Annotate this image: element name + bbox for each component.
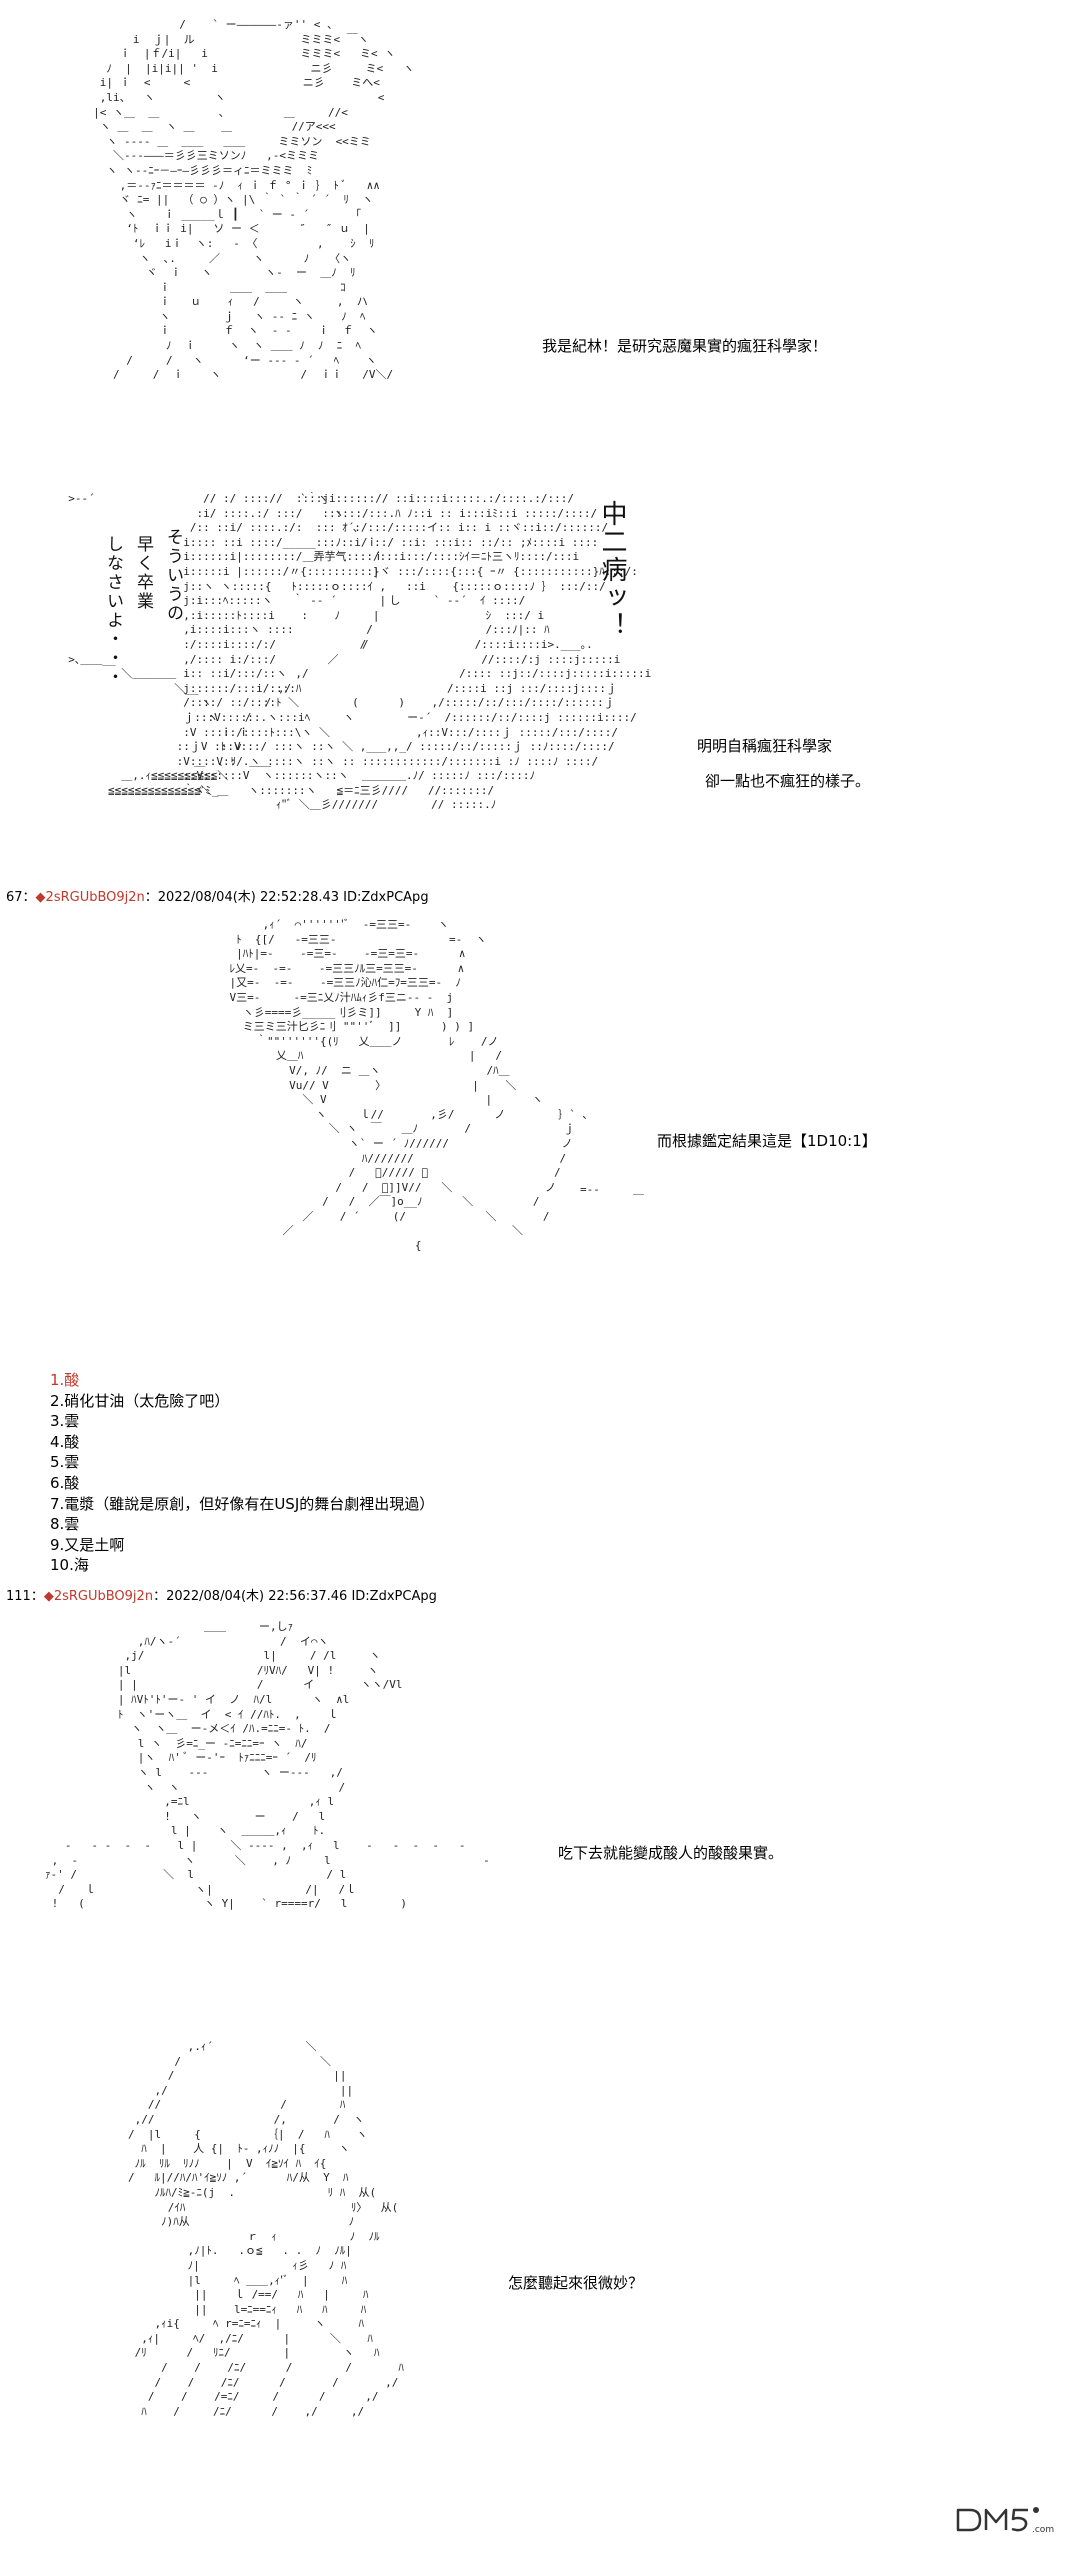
result-item: 7.電漿（雖說是原創，但好像有在USJ的舞台劇裡出現過） [50,1494,435,1513]
poster-trip[interactable]: ◆2sRGUbBO9j2n [35,890,145,905]
ascii-decoration-dash: =-‐ ＿ [580,1183,644,1196]
result-item: 10.海 [50,1556,89,1575]
narration-line-1: 明明自稱瘋狂科學家 [697,737,833,755]
post-number: 111： [6,1589,44,1604]
post-header-67: 67：◆2sRGUbBO9j2n：2022/08/04(木) 22:52:28.… [6,889,429,907]
dialogue-sounds-subtle: 怎麼聽起來很微妙？ [508,2274,644,2292]
result-item: 6.酸 [50,1473,80,1492]
result-item: 4.酸 [50,1432,80,1451]
dice-result-list: 1.酸 2.硝化甘油（太危險了吧） 3.雲 4.酸 5.雲 6.酸 7.電漿（雖… [50,1370,434,1576]
ascii-art-scientist-2: ,ｨ´ ⌒'''''''ﾞ -=三三=- ヽ ﾄ {[/ -=三三- =- ヽ … [229,918,588,1253]
dialogue-result: 而根據鑑定結果這是【1D10:1】 [657,1132,877,1150]
ascii-art-boy: ＿＿ ー,しｧ ,ﾊ/ヽ‐´ / イ⌒ヽ ,j/ l| / /l ヽ |l /ﾘ… [45,1620,490,1911]
result-item: 1.酸 [50,1371,80,1389]
logo-suffix: .com [1032,2525,1054,2535]
narration-line-2: 卻一點也不瘋狂的樣子。 [705,772,871,790]
result-item: 8.雲 [50,1515,80,1534]
vertical-dialogue-line-1: そういうの [163,528,183,623]
result-item: 9.又是土啊 [50,1535,125,1554]
ascii-art-girl: >-‐´ `｀ヽ ヽ ､ ｉ [68,492,387,797]
vertical-shout: 中二病ッ！ [597,500,627,640]
ascii-art-girl-figure: // :/ ::::// ::::ji::::::// ::i::::i::::… [176,492,652,812]
ascii-art-boy-2: ,.ｨ´ ＼ / ＼ / || ,/ || // / ﾊ ,// [127,2040,404,2418]
result-item: 3.雲 [50,1412,80,1431]
dm5-logo-icon: .com [956,2507,1054,2535]
ascii-art-scientist: / ` ー――――――‐ァ'' < 、 i ｊ| ル ミミミ< ￣ヽ ｉ |ｆ/… [93,18,415,382]
post-header-111: 111：◆2sRGUbBO9j2n：2022/08/04(木) 22:56:37… [6,1588,437,1606]
post-meta: ：2022/08/04(木) 22:56:37.46 ID:ZdxPCApg [153,1589,437,1604]
dialogue-scientist-intro: 我是紀林！是研究惡魔果實的瘋狂科學家！ [542,337,828,355]
dialogue-acid-fruit: 吃下去就能變成酸人的酸酸果實。 [558,1844,784,1862]
post-meta: ：2022/08/04(木) 22:52:28.43 ID:ZdxPCApg [144,890,429,905]
result-item: 2.硝化甘油（太危險了吧） [50,1391,230,1410]
vertical-dialogue-line-2: 早く卒業 [133,535,153,611]
post-number: 67： [6,890,36,905]
vertical-dialogue-line-3: しなさいよ・・・ [103,535,123,687]
poster-trip[interactable]: ◆2sRGUbBO9j2n [43,1589,154,1604]
result-item: 5.雲 [50,1453,80,1472]
